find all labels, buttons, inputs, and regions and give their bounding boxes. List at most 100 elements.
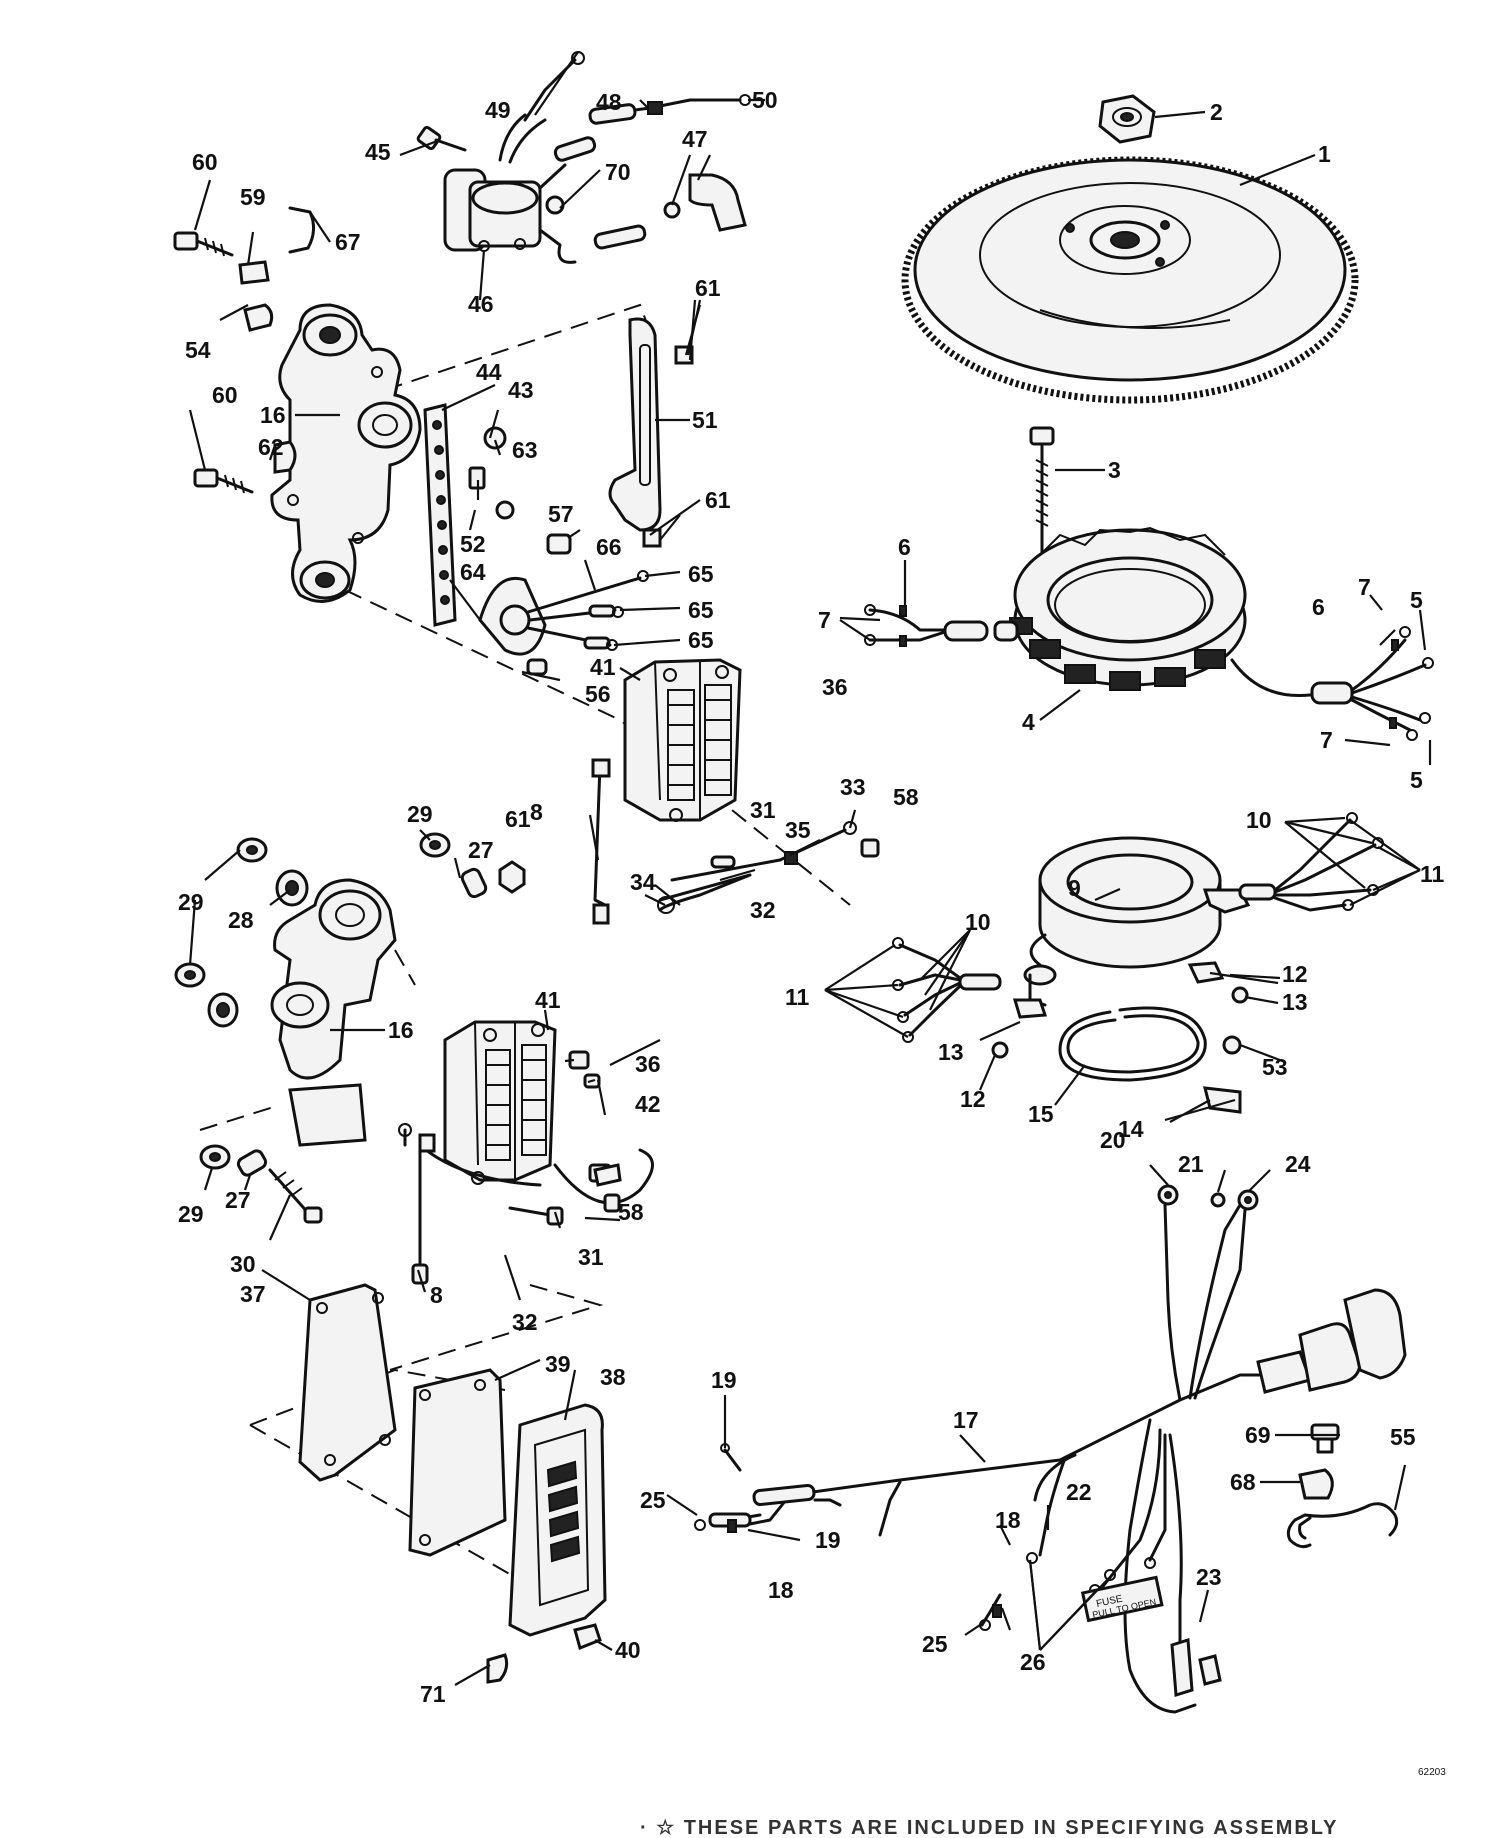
sensor-leads — [892, 812, 1384, 1043]
callout-12a: 12 — [1282, 961, 1308, 987]
callout-14: 14 — [1118, 1116, 1144, 1142]
cable-grommet — [478, 570, 649, 656]
flywheel-group — [901, 94, 1359, 404]
callout-11a: 11 — [1420, 861, 1445, 887]
callout-55: 55 — [1390, 1424, 1416, 1450]
gasket — [298, 1283, 397, 1482]
callout-36a: 36 — [822, 674, 848, 700]
callout-10b: 10 — [965, 909, 991, 935]
callout-28: 28 — [228, 907, 254, 933]
callout-31b: 31 — [578, 1244, 604, 1270]
lower-bracket-group — [174, 832, 526, 1224]
callout-47: 47 — [682, 126, 708, 152]
callout-27b: 27 — [225, 1187, 251, 1213]
cover-plate — [408, 1368, 507, 1557]
callout-43: 43 — [508, 377, 534, 403]
callout-60a: 60 — [192, 149, 218, 175]
callout-12b: 12 — [960, 1086, 986, 1112]
callout-31a: 31 — [750, 797, 776, 823]
callout-19a: 19 — [711, 1367, 737, 1393]
flywheel-nut — [1098, 94, 1156, 144]
callout-22: 22 — [1066, 1479, 1092, 1505]
callout-13a: 13 — [1282, 989, 1308, 1015]
callout-32a: 32 — [750, 897, 776, 923]
timer-base-group — [892, 812, 1384, 1114]
upper-clamps — [238, 206, 315, 474]
callout-70: 70 — [605, 159, 631, 185]
callout-42: 42 — [635, 1091, 661, 1117]
callout-21: 21 — [1178, 1151, 1204, 1177]
callout-18a: 18 — [995, 1507, 1021, 1533]
fuse-label: FUSE — [1095, 1594, 1124, 1610]
lower-screw — [268, 1168, 323, 1224]
callout-29a: 29 — [407, 801, 433, 827]
stator-leads-left — [864, 604, 1019, 647]
callout-39: 39 — [545, 1351, 571, 1377]
callout-69: 69 — [1245, 1422, 1271, 1448]
retaining-ring — [1058, 1006, 1207, 1082]
callout-29c: 29 — [178, 1201, 204, 1227]
callout-6a: 6 — [898, 534, 911, 560]
callout-61a: 61 — [695, 275, 721, 301]
callout-11b: 11 — [785, 984, 810, 1010]
callout-25b: 25 — [922, 1631, 948, 1657]
upper-screws — [173, 231, 254, 494]
callout-46: 46 — [468, 291, 494, 317]
callout-58b: 58 — [618, 1199, 644, 1225]
callout-7a: 7 — [818, 607, 831, 633]
callout-40: 40 — [615, 1637, 641, 1663]
callout-26: 26 — [1020, 1649, 1046, 1675]
callout-48: 48 — [596, 89, 622, 115]
drawing-number: 62203 — [1418, 1767, 1446, 1778]
callout-32b: 32 — [512, 1309, 538, 1335]
callout-2: 2 — [1210, 99, 1223, 125]
power-pack-lower — [398, 1020, 654, 1285]
callout-5b: 5 — [1410, 767, 1423, 793]
callout-18b: 18 — [768, 1577, 794, 1603]
sensor-coil — [1023, 836, 1251, 1007]
callout-29b: 29 — [178, 889, 204, 915]
stator-bolt — [1029, 426, 1055, 612]
flywheel — [901, 156, 1359, 404]
callout-58a: 58 — [893, 784, 919, 810]
lower-spacers — [236, 860, 526, 1177]
callout-4: 4 — [1022, 709, 1035, 735]
callout-65b: 65 — [688, 597, 714, 623]
callout-9: 9 — [1068, 875, 1081, 901]
callout-61b: 61 — [705, 487, 731, 513]
upper-mounting-bracket — [270, 303, 422, 603]
callout-38: 38 — [600, 1364, 626, 1390]
callout-49: 49 — [485, 97, 511, 123]
callout-45: 45 — [365, 139, 391, 165]
spark-plug-boot — [663, 173, 747, 232]
right-hardware — [1286, 1423, 1399, 1549]
callout-64: 64 — [460, 559, 486, 585]
callout-63: 63 — [512, 437, 538, 463]
callout-7b: 7 — [1358, 574, 1371, 600]
stator — [1009, 526, 1354, 705]
callout-36b: 36 — [635, 1051, 661, 1077]
lower-grommets — [207, 869, 309, 1028]
callout-labels: 1 2 3 4 5 5 6 6 7 7 7 8 8 9 10 10 11 11 … — [178, 87, 1445, 1707]
callout-41a: 41 — [590, 654, 616, 680]
callout-66: 66 — [596, 534, 622, 560]
callout-20: 20 — [1100, 1127, 1126, 1153]
callout-51: 51 — [692, 407, 718, 433]
terminal-strip — [423, 403, 457, 627]
callout-33: 33 — [840, 774, 866, 800]
wiring-harness — [694, 1184, 1407, 1714]
callout-62: 62 — [258, 434, 284, 460]
stator-leads-right — [1350, 626, 1434, 741]
callout-60b: 60 — [212, 382, 238, 408]
callout-65a: 65 — [688, 561, 714, 587]
power-pack-upper — [623, 658, 742, 822]
callout-67: 67 — [335, 229, 361, 255]
callout-52: 52 — [460, 531, 486, 557]
leader-lines — [188, 51, 1432, 1686]
callout-34: 34 — [630, 869, 656, 895]
callout-61c: 61 — [505, 806, 531, 832]
callout-71: 71 — [420, 1681, 446, 1707]
callout-54: 54 — [185, 337, 211, 363]
callout-15: 15 — [1028, 1101, 1054, 1127]
